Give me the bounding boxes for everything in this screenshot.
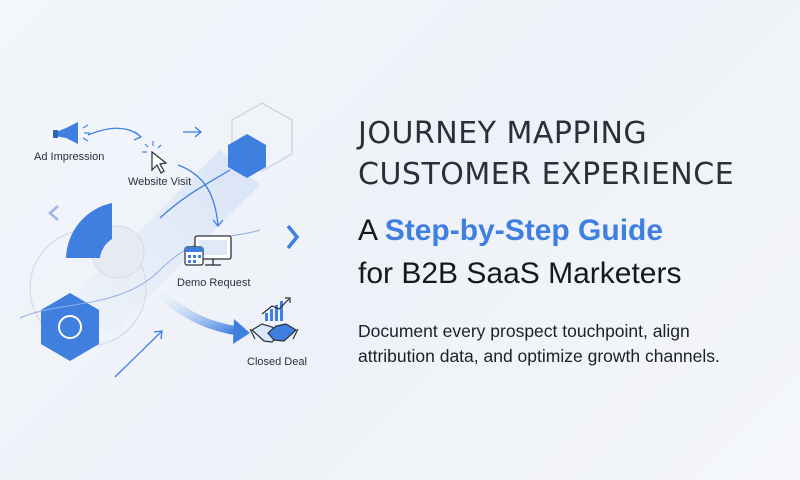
outline-hexagon: [231, 102, 293, 172]
stage-label-ad-impression: Ad Impression: [34, 151, 105, 163]
flow-band: [70, 150, 260, 335]
megaphone-icon: [53, 122, 90, 144]
arrow-thick: [160, 293, 243, 336]
headline-line-1: JOURNEY MAPPING: [358, 116, 648, 151]
subheadline-highlight: Step-by-Step Guide: [384, 214, 664, 247]
subheadline-line-1: A Step-by-Step Guide: [358, 214, 663, 248]
arrow-curve: [87, 127, 141, 137]
body-line-1: Document every prospect touchpoint, alig…: [358, 321, 690, 341]
arrow-curve: [159, 169, 231, 219]
subheadline-line-2: for B2B SaaS Marketers: [358, 257, 682, 290]
blue-arc: [66, 203, 112, 258]
arrow-diagonal: [114, 330, 163, 378]
cursor-click-icon: [142, 141, 168, 174]
chevron-left-icon: [48, 205, 59, 221]
subheadline-prefix: A: [358, 214, 385, 247]
chevron-right-icon: [286, 224, 300, 250]
arrow-curve: [177, 164, 219, 226]
stage-label-website-visit: Website Visit: [128, 176, 192, 188]
ring-icon: [58, 315, 82, 339]
hexagon-blue: [228, 134, 266, 178]
headline-line-2: CUSTOMER EXPERIENCE: [358, 157, 735, 192]
body-line-2: attribution data, and optimize growth ch…: [358, 346, 720, 366]
monitor-calendar-icon: [184, 235, 232, 266]
stage-label-demo-request: Demo Request: [177, 277, 251, 289]
stage-label-closed-deal: Closed Deal: [247, 356, 307, 368]
journey-illustration: [19, 102, 300, 378]
hexagon-blue: [41, 293, 99, 361]
handshake-chart-icon: [249, 297, 299, 343]
